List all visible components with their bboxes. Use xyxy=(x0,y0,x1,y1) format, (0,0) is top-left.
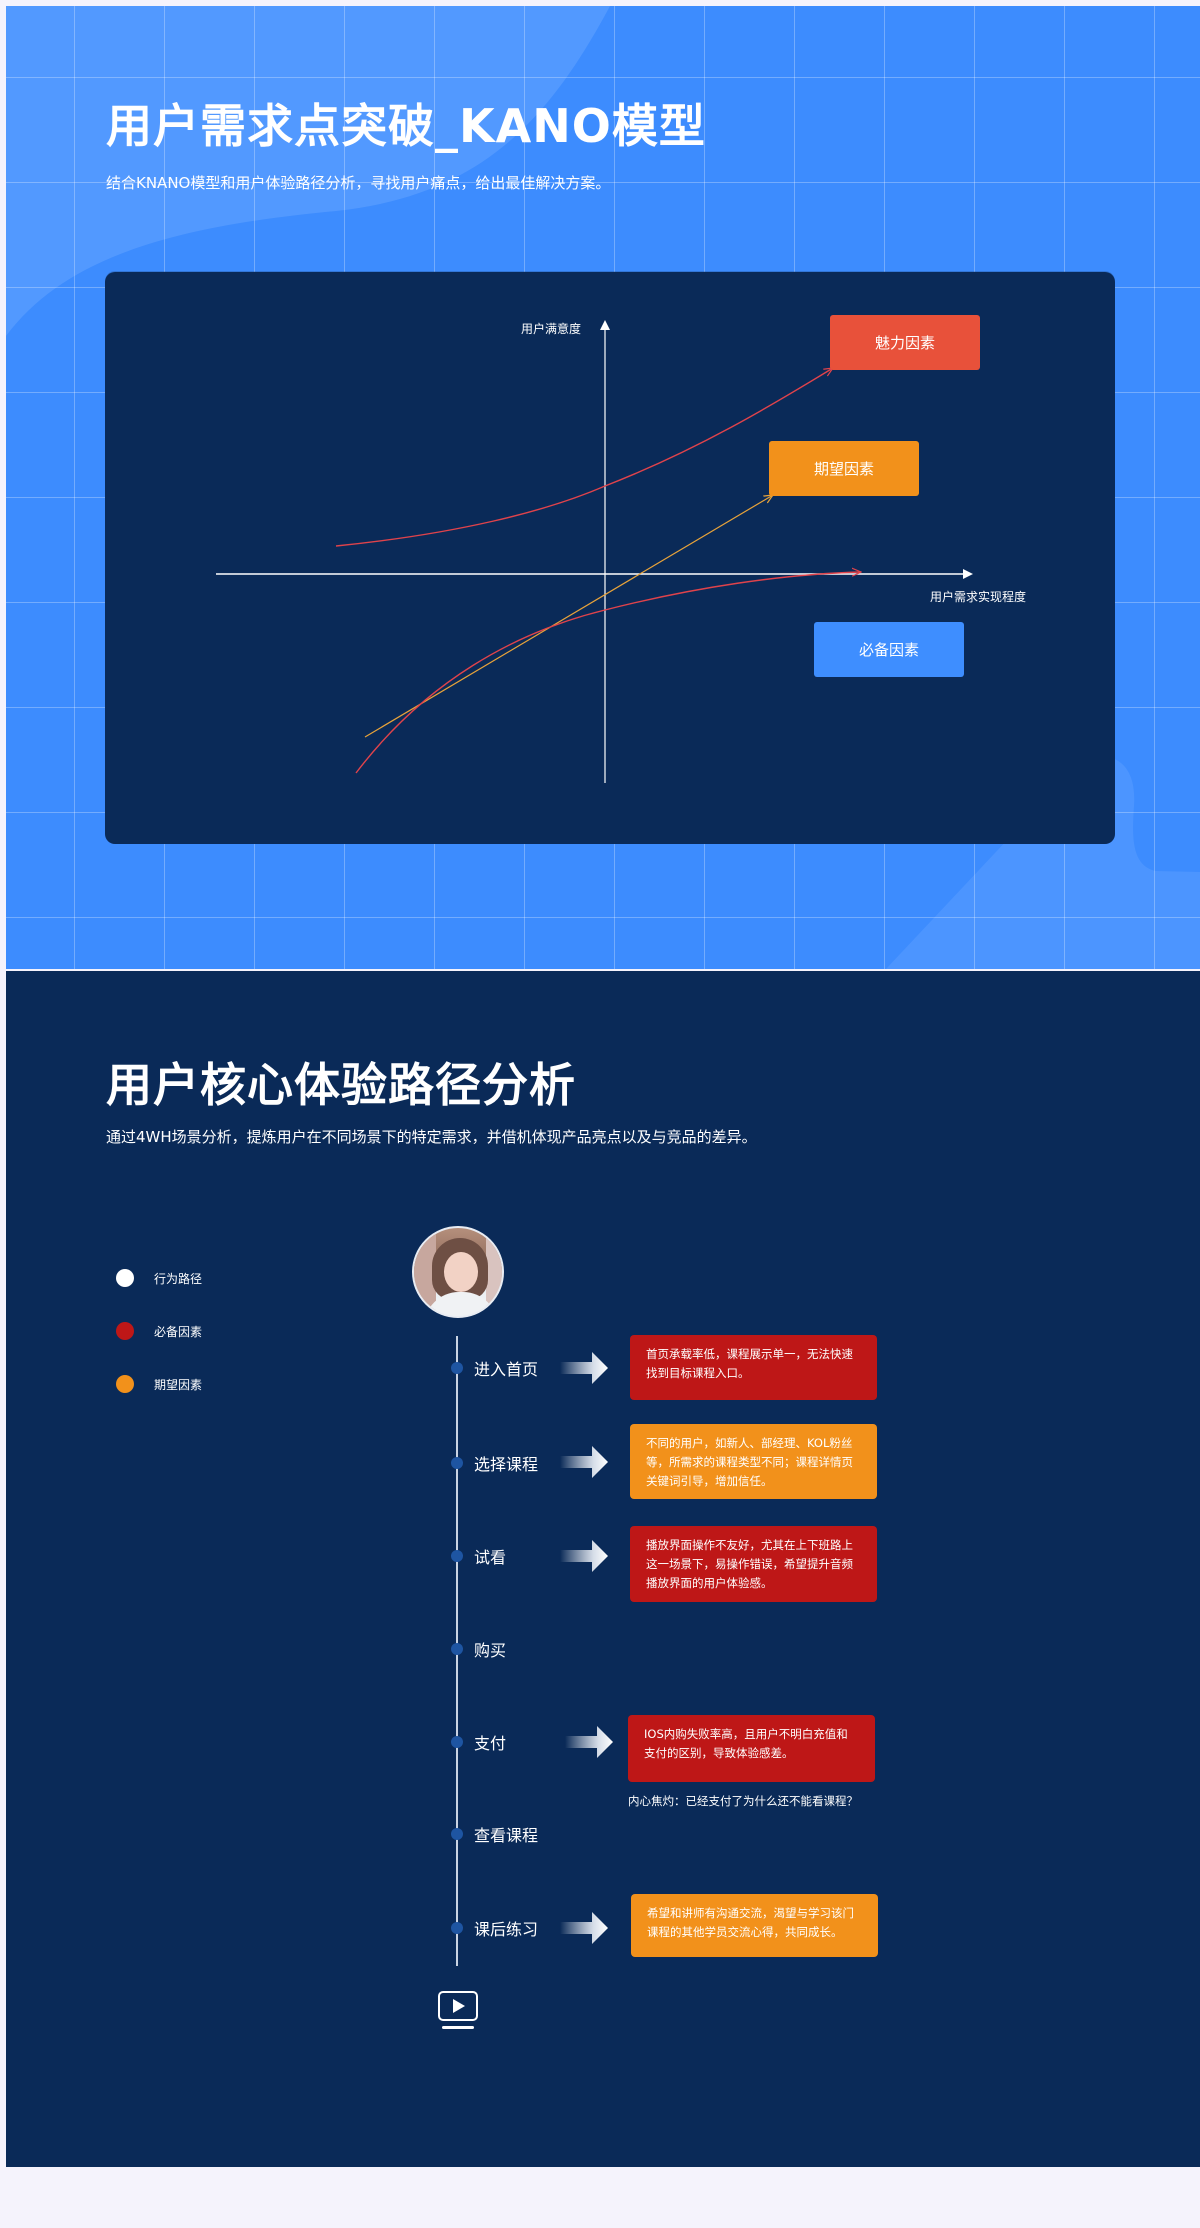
y-axis-label: 用户满意度 xyxy=(521,322,582,336)
pain-point-practice: 希望和讲师有沟通交流，渴望与学习该门课程的其他学员交流心得，共同成长。 xyxy=(631,1894,878,1957)
legend-label: 必备因素 xyxy=(154,1324,203,1339)
step-purchase: 购买 xyxy=(451,1639,507,1660)
pain-point-select-course: 不同的用户，如新人、部经理、KOL粉丝等，所需求的课程类型不同；课程详情页关键词… xyxy=(630,1424,877,1499)
step-payment: 支付 xyxy=(451,1732,507,1753)
step-dot xyxy=(451,1736,463,1748)
expect-factor-label: 期望因素 xyxy=(813,460,874,478)
legend-label: 行为路径 xyxy=(154,1271,203,1286)
pain-point-home: 首页承载率低，课程展示单一，无法快速找到目标课程入口。 xyxy=(630,1335,877,1400)
step-label: 课后练习 xyxy=(474,1920,539,1939)
legend-item-must-have: 必备因素 xyxy=(116,1321,202,1341)
step-label: 支付 xyxy=(474,1734,507,1753)
journey-title: 用户核心体验路径分析 xyxy=(106,1058,576,1112)
step-label: 选择课程 xyxy=(474,1455,539,1474)
legend-label: 期望因素 xyxy=(154,1377,203,1392)
step-label: 试看 xyxy=(474,1548,507,1567)
basic-factor-label: 必备因素 xyxy=(858,641,919,659)
arrow-right-icon xyxy=(560,1352,608,1384)
pain-point-payment: IOS内购失败率高，且用户不明白充值和支付的区别，导致体验感差。 xyxy=(628,1715,875,1782)
step-enter-home: 进入首页 xyxy=(451,1358,539,1379)
expect-factor-box: 期望因素 xyxy=(769,441,919,496)
charm-curve xyxy=(335,368,833,547)
arrow-right-icon xyxy=(565,1726,613,1758)
payment-anxiety-note: 内心焦灼：已经支付了为什么还不能看课程？ xyxy=(628,1794,858,1808)
step-dot xyxy=(451,1643,463,1655)
journey-section: 用户核心体验路径分析 通过4WH场景分析，提炼用户在不同场景下的特定需求，并借机… xyxy=(6,971,1200,2167)
charm-factor-box: 魅力因素 xyxy=(830,315,980,370)
page-subtitle: 结合KNANO模型和用户体验路径分析，寻找用户痛点，给出最佳解决方案。 xyxy=(106,174,611,192)
legend-item-expected: 期望因素 xyxy=(116,1374,202,1394)
legend-dot-red xyxy=(116,1322,134,1340)
basic-factor-box: 必备因素 xyxy=(814,622,964,677)
step-dot xyxy=(451,1828,463,1840)
arrow-right-icon xyxy=(560,1540,608,1572)
step-label: 进入首页 xyxy=(474,1360,539,1379)
video-play-icon xyxy=(438,1991,478,2029)
page-title: 用户需求点突破_KANO模型 xyxy=(106,99,706,153)
step-label: 查看课程 xyxy=(474,1826,539,1845)
step-label: 购买 xyxy=(474,1641,507,1660)
step-view-course: 查看课程 xyxy=(451,1824,539,1845)
kano-chart xyxy=(216,320,973,783)
arrow-right-icon xyxy=(560,1912,608,1944)
expect-line xyxy=(364,495,773,738)
arrow-right-icon xyxy=(560,1446,608,1478)
step-trial: 试看 xyxy=(451,1546,507,1567)
pain-point-trial: 播放界面操作不友好，尤其在上下班路上这一场景下，易操作错误，希望提升音频播放界面… xyxy=(630,1526,877,1602)
step-select-course: 选择课程 xyxy=(451,1453,539,1474)
kano-section: 用户需求点突破_KANO模型 结合KNANO模型和用户体验路径分析，寻找用户痛点… xyxy=(6,6,1200,969)
step-after-class-practice: 课后练习 xyxy=(451,1918,539,1939)
legend-dot-white xyxy=(116,1269,134,1287)
basic-curve xyxy=(355,572,861,774)
legend-dot-orange xyxy=(116,1375,134,1393)
x-axis-label: 用户需求实现程度 xyxy=(930,590,1027,604)
step-dot xyxy=(451,1457,463,1469)
legend-item-behavior-path: 行为路径 xyxy=(116,1268,202,1288)
charm-factor-label: 魅力因素 xyxy=(874,334,935,352)
journey-subtitle: 通过4WH场景分析，提炼用户在不同场景下的特定需求，并借机体现产品亮点以及与竞品… xyxy=(106,1128,757,1146)
step-dot xyxy=(451,1550,463,1562)
background-wave-shape xyxy=(6,6,1200,969)
user-avatar xyxy=(412,1226,504,1318)
step-dot xyxy=(451,1922,463,1934)
step-dot xyxy=(451,1362,463,1374)
kano-chart-panel: 用户满意度 用户需求实现程度 魅力因素 期望因素 必备因素 xyxy=(105,272,1115,844)
